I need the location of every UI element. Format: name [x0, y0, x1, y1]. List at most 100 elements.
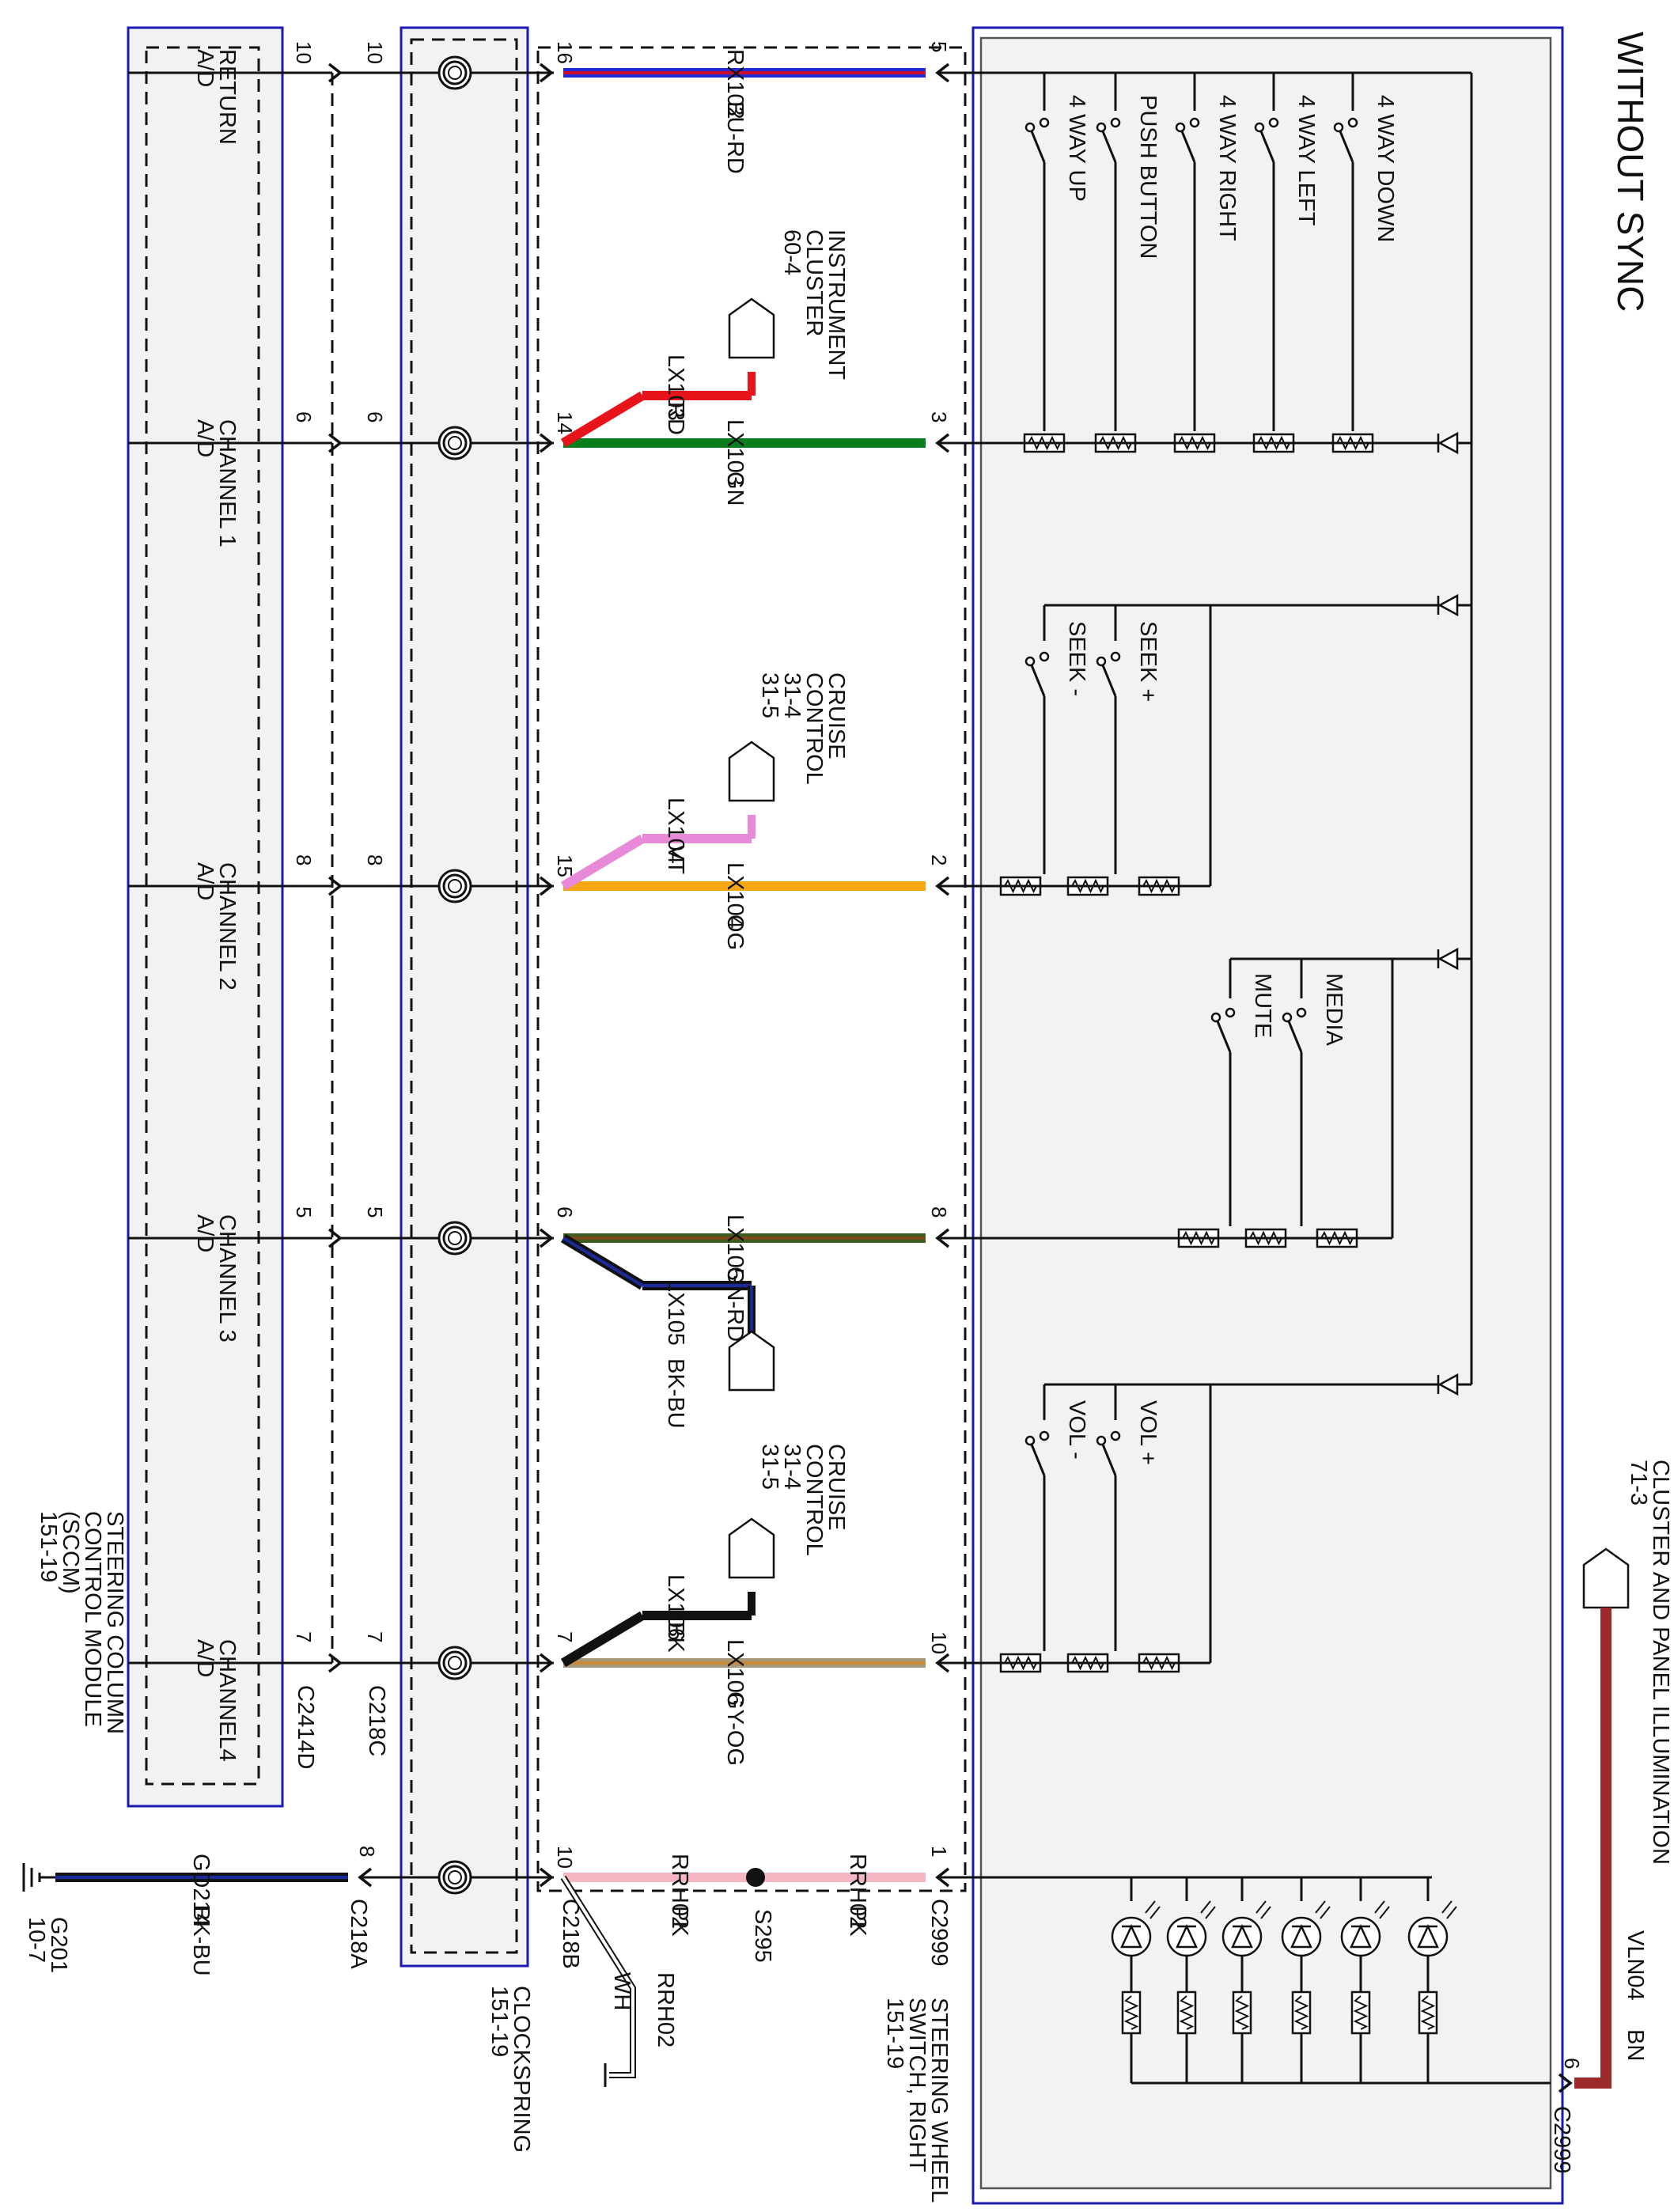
- led-tri-5: [1417, 1924, 1439, 1949]
- led-resistor-zz-1: [1179, 1995, 1195, 2030]
- switch-mute: [1210, 1007, 1236, 1053]
- switch-label-0: 4 WAY UP: [1064, 95, 1089, 202]
- ground-id-label: G201: [46, 1917, 71, 1973]
- cs-out-arrow-2: [539, 433, 554, 453]
- circuit-label-4: LX105: [722, 1214, 748, 1281]
- illum-source-ref: 71-3: [1626, 1460, 1651, 1506]
- switch-name-block: STEERING WHEEL SWITCH, RIGHT 151-19: [882, 1998, 952, 2203]
- clockspring-out-pin-2: 14: [553, 411, 577, 434]
- cs-out-arrow-5: [539, 1653, 554, 1673]
- sccm-connector-label: C2414D: [293, 1685, 318, 1769]
- led-tri-2: [1231, 1924, 1253, 1949]
- clockspring-in-pin-1: 10: [363, 41, 387, 64]
- switch-media: [1282, 1007, 1307, 1053]
- led-resistor-zz-2: [1234, 1995, 1250, 2030]
- ground-id-sub: 10-7: [24, 1917, 49, 1963]
- led-ray-b-5: [1446, 1906, 1457, 1919]
- sccm-pin-2: 6: [292, 411, 316, 422]
- page-title: WITHOUT SYNC: [1610, 32, 1651, 312]
- switch-4-way-down: [1333, 117, 1358, 163]
- switch-seek-0-pivot: [1024, 656, 1036, 667]
- sccm-name-line-1: STEERING COLUMN: [102, 1511, 127, 1734]
- branch-connector-2: [728, 297, 775, 359]
- sccm-module[interactable]: [127, 26, 284, 1808]
- sccm-name-block: STEERING COLUMN CONTROL MODULE (SCCM) 15…: [36, 1511, 127, 1734]
- clockspring-ring-2-inner: [442, 430, 468, 456]
- sccm-name-line-4: 151-19: [36, 1511, 61, 1582]
- clockspring-in-pin-2: 6: [363, 411, 387, 422]
- switch3-label-0: MUTE: [1250, 973, 1275, 1038]
- switch2-label-0: SEEK -: [1064, 621, 1089, 696]
- switch-pin-5: 10: [927, 1631, 951, 1654]
- clockspring-connector-left-label: C218C: [364, 1685, 389, 1756]
- switch-4-way-down-pivot: [1333, 122, 1344, 133]
- switch4-label-0: VOL -: [1064, 1400, 1089, 1460]
- switch4-label-1: VOL +: [1135, 1400, 1161, 1465]
- branch-dest-2-2: 60-4: [779, 229, 805, 275]
- led-resistor-zz-5: [1420, 1995, 1436, 2030]
- switch-vol-1-pivot: [1096, 1435, 1107, 1446]
- sccm-name-line-3: (SCCM): [58, 1511, 83, 1594]
- switch-seek-0-contact: [1039, 651, 1050, 662]
- circuit-label-5: LX106: [722, 1639, 748, 1706]
- switch-label-4: 4 WAY DOWN: [1373, 95, 1398, 242]
- branch-circuit-label-4: LX105: [663, 1279, 688, 1346]
- clockspring-name-block: CLOCKSPRING 151-19: [487, 1986, 534, 2153]
- led-tri-3: [1290, 1924, 1312, 1949]
- steering-wheel-switch-module[interactable]: [971, 26, 1564, 2205]
- branch-wire-3-a: [560, 834, 646, 891]
- clockspring-module[interactable]: [400, 26, 529, 1968]
- switch-pin-2: 3: [927, 411, 951, 422]
- switch-vol-1-contact: [1110, 1430, 1121, 1441]
- clockspring-ring-4-inner: [442, 1225, 468, 1251]
- switch-pin-1: 5: [927, 41, 951, 52]
- rrh02-circuit-label-left: RRH02: [667, 1854, 692, 1929]
- clockspring-ring-1-inner: [442, 60, 468, 85]
- switch-4-way-up-pivot: [1024, 122, 1036, 133]
- clockspring-connector-right-label: C218B: [558, 1899, 583, 1969]
- clockspring-ring-4-core: [448, 1231, 462, 1245]
- rrh02-color-label-right: PK: [845, 1906, 870, 1937]
- led-resistor-zz-3: [1293, 1995, 1309, 2030]
- color-label-2: GN: [722, 472, 748, 506]
- color-label-5: GY-OG: [722, 1691, 748, 1766]
- switch-seek-1-lever: [1100, 661, 1117, 697]
- sccm-name-line-2: CONTROL MODULE: [80, 1511, 105, 1727]
- switch-vol-0-lever: [1028, 1440, 1046, 1476]
- switch-4-way-left: [1254, 117, 1279, 163]
- diode-1: [1437, 431, 1459, 455]
- switch-push-button-lever: [1100, 127, 1117, 163]
- led-ray-b-0: [1149, 1906, 1161, 1919]
- sccm-channel-label-a-3: A/D: [192, 862, 218, 900]
- clockspring-ring-3-core: [448, 879, 462, 893]
- illum-source-connector: [1582, 1547, 1630, 1609]
- switch-name-line-2: SWITCH, RIGHT: [904, 1998, 930, 2172]
- led-ray-a-4: [1374, 1900, 1385, 1914]
- switch-4-way-left-lever: [1258, 127, 1275, 163]
- switch-push-button-contact: [1110, 117, 1121, 128]
- clockspring-ring-2-core: [448, 436, 462, 450]
- branch-color-label-2: RD: [663, 402, 688, 435]
- switch-vol-0: [1024, 1430, 1050, 1476]
- branch-dest-3-1: CONTROL: [801, 672, 827, 785]
- clockspring-ring-3-inner: [442, 873, 468, 899]
- switch-mute-lever: [1214, 1017, 1232, 1053]
- switch-name-line-3: 151-19: [882, 1998, 907, 2069]
- branch-circuit-label-3: LX104: [663, 797, 688, 864]
- led-tri-0: [1120, 1924, 1142, 1949]
- switch-vol-0-pivot: [1024, 1435, 1036, 1446]
- sccm-channel-label-b-2: CHANNEL 1: [214, 419, 240, 547]
- illum-cs-pin: 10: [553, 1846, 577, 1869]
- switch-illum-connector-label: C2999: [1549, 2106, 1574, 2173]
- branch-dest-3-2: 31-4: [779, 672, 805, 718]
- led-tri-4: [1350, 1924, 1372, 1949]
- branch-circuit-label-5: LX106: [663, 1574, 688, 1641]
- clockspring-in-pin-5: 7: [363, 1631, 387, 1642]
- switch-media-pivot: [1282, 1012, 1293, 1023]
